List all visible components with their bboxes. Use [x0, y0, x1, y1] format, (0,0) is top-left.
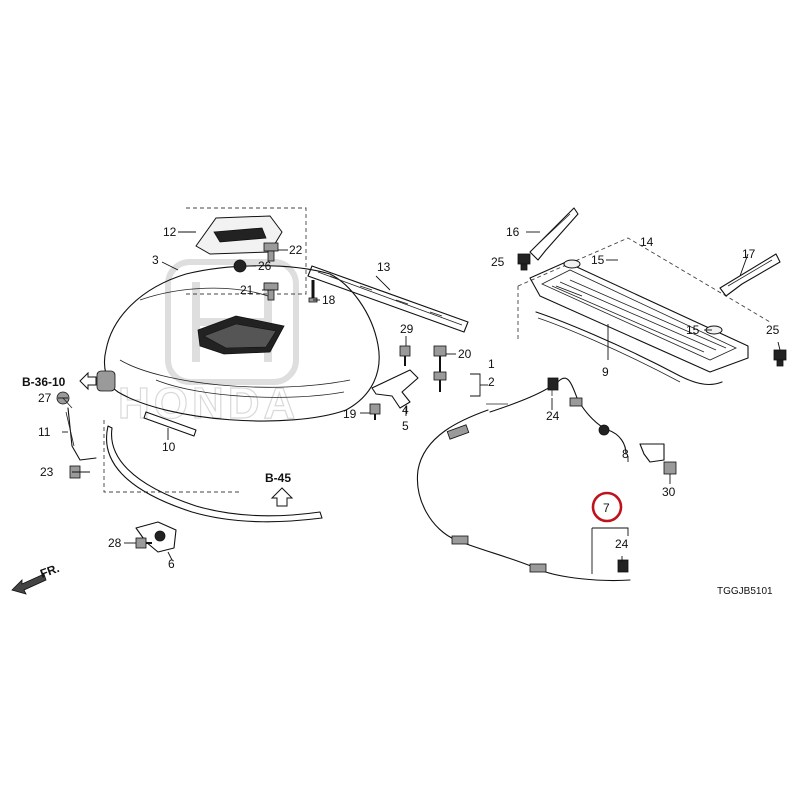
strip-10 — [143, 411, 197, 437]
callout-14: 14 — [640, 235, 654, 249]
cowl-top-14 — [529, 259, 749, 373]
bolt-29 — [399, 345, 411, 366]
cushion-b3610 — [96, 370, 116, 392]
callout-1: 1 — [488, 357, 495, 371]
callout-11: 11 — [38, 425, 51, 439]
callout-24-upper: 24 — [546, 409, 560, 423]
callout-10: 10 — [162, 440, 176, 454]
highlight-circle-part-7 — [591, 491, 623, 523]
reference-arrow-b45 — [270, 487, 294, 507]
callout-15-top: 15 — [591, 253, 605, 267]
front-label: FR. — [38, 561, 61, 581]
callout-22: 22 — [289, 243, 303, 257]
callout-3: 3 — [152, 253, 159, 267]
callout-5: 5 — [402, 419, 409, 433]
hinge-bolts-20 — [433, 345, 447, 392]
grommet-27 — [56, 391, 73, 409]
leader-lines — [58, 231, 781, 574]
rod-18 — [308, 280, 318, 303]
callout-24-lower: 24 — [615, 537, 629, 551]
front-arrow-icon — [11, 573, 47, 595]
callout-25-left: 25 — [491, 255, 505, 269]
callout-6: 6 — [168, 557, 175, 571]
callout-9: 9 — [602, 365, 609, 379]
handle-8 — [639, 443, 665, 463]
callout-27: 27 — [38, 391, 52, 405]
clip-25-right — [773, 349, 787, 367]
hood-seal-13 — [307, 265, 469, 333]
reference-arrow-b3610 — [79, 371, 97, 391]
cowl-seal-9 — [535, 311, 723, 386]
clip-22 — [263, 242, 279, 262]
callout-25-right: 25 — [766, 323, 780, 337]
watermark-text: HONDA — [118, 379, 299, 428]
bolt-19 — [369, 403, 381, 420]
callout-12: 12 — [163, 225, 177, 239]
callout-17: 17 — [742, 247, 756, 261]
front-strip-group-box — [103, 420, 240, 493]
clip-25-left — [517, 253, 531, 271]
clip-26 — [233, 259, 247, 273]
honda-watermark: HONDA — [117, 259, 299, 429]
callout-labels: 12 3 22 26 21 18 13 29 20 1 2 4 5 19 10 … — [38, 225, 780, 571]
callout-4: 4 — [402, 403, 409, 417]
hood-scoop-group-box — [186, 207, 307, 295]
callout-28: 28 — [108, 536, 122, 550]
hood-release-cable-7 — [416, 377, 631, 582]
front-molding — [106, 425, 323, 523]
reference-b45: B-45 — [265, 471, 291, 485]
bolt-28 — [135, 537, 152, 549]
cowl-group-box — [517, 237, 771, 323]
reference-b3610: B-36-10 — [22, 375, 66, 389]
hood-support-rod-11 — [65, 407, 97, 461]
callout-23: 23 — [40, 465, 54, 479]
callout-19: 19 — [343, 407, 357, 421]
callout-26: 26 — [258, 259, 272, 273]
hood-hinge-4 — [371, 369, 419, 409]
callout-30: 30 — [662, 485, 676, 499]
callout-7: 7 — [603, 501, 610, 515]
hood-panel — [103, 265, 380, 422]
hood-scoop-cover — [195, 215, 283, 255]
nut-30 — [663, 461, 677, 475]
cable-clip-24-lower — [617, 559, 629, 573]
cable-clip-24-upper — [547, 377, 559, 396]
bracket-16 — [529, 207, 579, 261]
callout-21: 21 — [240, 283, 254, 297]
callout-18: 18 — [322, 293, 336, 307]
callout-29: 29 — [400, 322, 414, 336]
callout-13: 13 — [377, 260, 391, 274]
callout-2: 2 — [488, 375, 495, 389]
drawing-code: TGGJB5101 — [717, 586, 773, 597]
callout-8: 8 — [622, 447, 629, 461]
callout-15-right: 15 — [686, 323, 700, 337]
callout-20: 20 — [458, 347, 472, 361]
callout-16: 16 — [506, 225, 520, 239]
bracket-17 — [719, 253, 781, 297]
